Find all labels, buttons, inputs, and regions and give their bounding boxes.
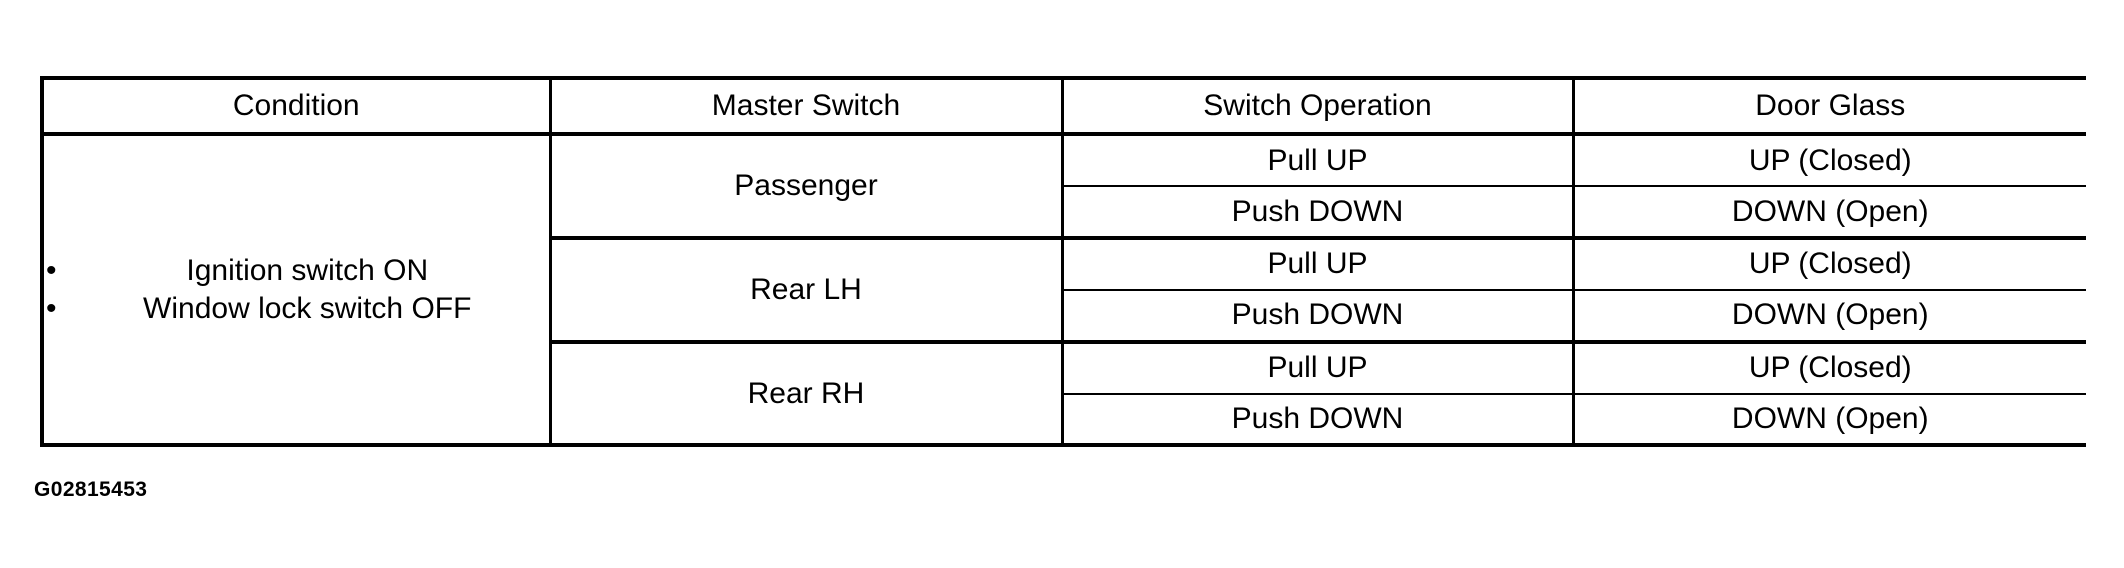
door-glass-cell: DOWN (Open) — [1573, 393, 2086, 443]
power-window-operation-table: Condition Master Switch Switch Operation… — [40, 76, 2086, 447]
column-header-switch-operation: Switch Operation — [1062, 80, 1575, 136]
switch-operation-cell: Pull UP — [1062, 237, 1575, 291]
condition-cell: • Ignition switch ON • Window lock switc… — [44, 134, 552, 443]
switch-operation-cell: Pull UP — [1062, 341, 1575, 395]
table-row: Push DOWN DOWN (Open) — [44, 185, 2086, 240]
table-row: Push DOWN DOWN (Open) — [44, 289, 2086, 344]
switch-operation-cell: Push DOWN — [1062, 185, 1575, 240]
door-glass-cell: UP (Closed) — [1573, 237, 2086, 291]
list-item: • Window lock switch OFF — [44, 290, 549, 328]
table-header-row: Condition Master Switch Switch Operation… — [44, 80, 2086, 136]
switch-operation-cell: Push DOWN — [1062, 289, 1575, 344]
table-row: • Ignition switch ON • Window lock switc… — [44, 134, 2086, 443]
column-header-door-glass: Door Glass — [1573, 80, 2086, 136]
master-switch-cell: Rear RH — [550, 341, 1064, 443]
door-glass-cell: DOWN (Open) — [1573, 185, 2086, 240]
switch-operation-cell: Push DOWN — [1062, 393, 1575, 443]
bullet-icon: • — [46, 253, 57, 287]
bullet-icon: • — [46, 291, 57, 325]
table-row: Push DOWN DOWN (Open) — [44, 393, 2086, 443]
master-switch-cell: Passenger — [550, 134, 1064, 240]
condition-list: • Ignition switch ON • Window lock switc… — [44, 252, 549, 328]
condition-item-text: Window lock switch OFF — [143, 291, 472, 325]
table-row: Rear RH Pull UP UP (Closed) — [44, 341, 2086, 443]
column-header-condition: Condition — [44, 80, 552, 136]
figure-caption: G02815453 — [34, 478, 148, 501]
list-item: • Ignition switch ON — [44, 252, 549, 290]
switch-operation-cell: Pull UP — [1062, 134, 1575, 187]
door-glass-cell: DOWN (Open) — [1573, 289, 2086, 344]
table-body: • Ignition switch ON • Window lock switc… — [44, 134, 2086, 443]
door-glass-cell: UP (Closed) — [1573, 341, 2086, 395]
master-switch-cell: Rear LH — [550, 237, 1064, 344]
condition-item-text: Ignition switch ON — [186, 253, 429, 287]
door-glass-cell: UP (Closed) — [1573, 134, 2086, 187]
table-row: Rear LH Pull UP UP (Closed) — [44, 237, 2086, 344]
table-grid: Condition Master Switch Switch Operation… — [44, 80, 2086, 443]
column-header-master-switch: Master Switch — [550, 80, 1064, 136]
